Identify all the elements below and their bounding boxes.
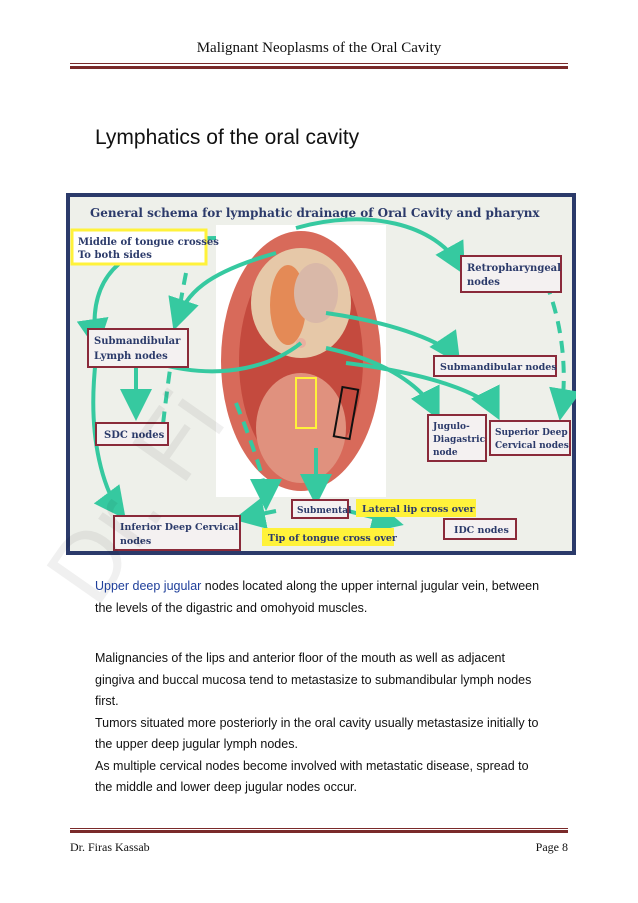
svg-text:To both sides: To both sides — [78, 250, 152, 261]
para-text: nodes located along the upper internal j… — [201, 579, 540, 593]
footer-rule-thick — [70, 830, 568, 833]
para-text: As multiple cervical nodes become involv… — [95, 758, 529, 773]
header-rule — [70, 63, 568, 64]
svg-text:Lymph nodes: Lymph nodes — [94, 351, 168, 362]
svg-text:Tip of tongue cross over: Tip of tongue cross over — [268, 533, 398, 544]
label-submandibular-lymph: Submandibular Lymph nodes — [87, 328, 189, 368]
svg-text:Middle of tongue crosses: Middle of tongue crosses — [78, 237, 219, 248]
label-lateral-lip: Lateral lip cross over — [356, 499, 476, 517]
para-text: gingiva and buccal mucosa tend to metast… — [95, 672, 532, 687]
label-jugulo-digastric: Jugulo- Diagastric node — [427, 414, 487, 462]
svg-text:Superior Deep: Superior Deep — [495, 428, 568, 438]
para-text: Malignancies of the lips and anterior fl… — [95, 651, 505, 665]
svg-text:Submandibular nodes: Submandibular nodes — [440, 362, 557, 373]
svg-text:Submental: Submental — [297, 506, 352, 516]
label-sdc-nodes: SDC nodes — [95, 422, 169, 446]
para-text: first. — [95, 694, 119, 708]
footer-page-number: Page 8 — [535, 840, 568, 854]
svg-text:Cervical nodes: Cervical nodes — [495, 441, 569, 451]
figure-title: General schema for lymphatic drainage of… — [90, 206, 540, 220]
label-superior-deep-cervical: Superior Deep Cervical nodes — [489, 420, 571, 456]
paragraph-malignancies: Malignancies of the lips and anterior fl… — [95, 648, 565, 799]
svg-text:nodes: nodes — [467, 277, 500, 288]
para-text: Tumors situated more posteriorly in the … — [95, 715, 539, 730]
label-idc-nodes: IDC nodes — [443, 518, 517, 540]
lymphatic-drainage-figure: General schema for lymphatic drainage of… — [66, 193, 581, 555]
page-header-title: Malignant Neoplasms of the Oral Cavity — [196, 40, 442, 56]
svg-text:Lateral lip cross over: Lateral lip cross over — [362, 504, 476, 515]
svg-text:SDC nodes: SDC nodes — [104, 430, 165, 441]
header-rule-thick — [70, 66, 568, 69]
para-text: the middle and lower deep jugular nodes … — [95, 780, 357, 794]
figure-svg: General schema for lymphatic drainage of… — [66, 193, 581, 555]
para-text: the levels of the digastric and omohyoid… — [95, 600, 368, 615]
footer-author: Dr. Firas Kassab — [70, 840, 150, 854]
paragraph-upper-deep-jugular: Upper deep jugular nodes located along t… — [95, 576, 565, 619]
svg-text:Jugulo-: Jugulo- — [432, 422, 470, 432]
highlight-term: Upper deep jugular — [95, 579, 202, 593]
label-inferior-deep-cervical: Inferior Deep Cervical nodes — [113, 515, 241, 551]
svg-text:IDC nodes: IDC nodes — [454, 525, 509, 536]
label-submandibular-nodes: Submandibular nodes — [433, 355, 557, 377]
svg-text:nodes: nodes — [120, 536, 151, 547]
para-text: the upper deep jugular lymph nodes. — [95, 737, 298, 751]
label-middle-tongue: Middle of tongue crosses To both sides — [70, 228, 219, 266]
svg-text:Diagastric: Diagastric — [433, 435, 486, 445]
svg-text:Retropharyngeal: Retropharyngeal — [467, 263, 561, 274]
oral-cavity-illustration — [216, 225, 386, 497]
svg-text:Submandibular: Submandibular — [94, 336, 181, 347]
label-retropharyngeal: Retropharyngeal nodes — [460, 255, 562, 293]
svg-text:node: node — [433, 448, 458, 458]
svg-text:Inferior Deep Cervical: Inferior Deep Cervical — [120, 522, 239, 533]
section-heading: Lymphatics of the oral cavity — [95, 126, 360, 149]
label-tip-tongue: Tip of tongue cross over — [262, 528, 398, 546]
footer-rule — [70, 828, 568, 829]
label-submental: Submental — [291, 499, 352, 519]
